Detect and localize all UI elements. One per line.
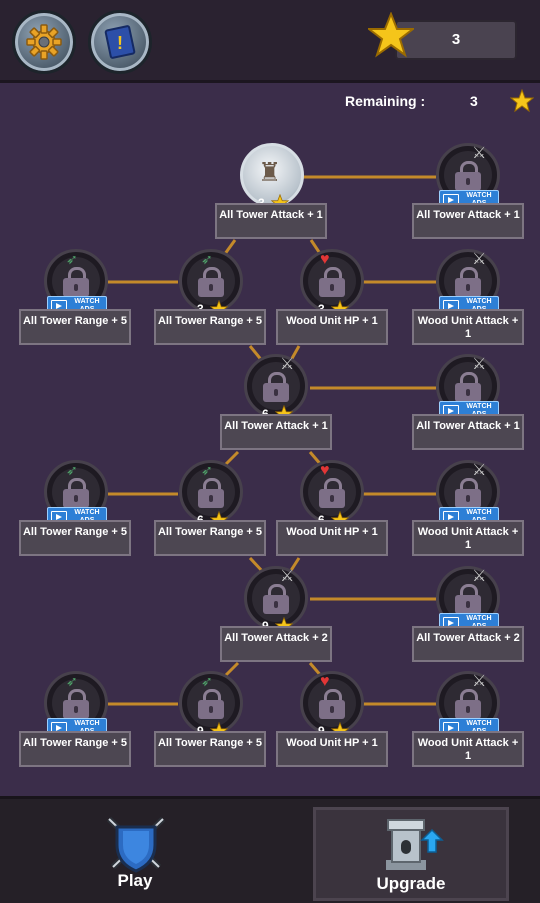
sword-icon: ⚔: [472, 145, 487, 162]
heart-icon: ♥: [320, 251, 330, 268]
range-icon: ➶: [201, 462, 213, 478]
tower-upgrade-icon: [386, 819, 444, 870]
lock-icon: [63, 478, 89, 508]
node-label: All Tower Attack + 2: [220, 626, 332, 662]
star-count-value: 3: [451, 31, 461, 48]
sword-icon: ⚔: [472, 568, 487, 585]
heart-icon: ♥: [320, 673, 330, 690]
remaining-star-icon: [510, 89, 534, 113]
gear-icon: [26, 24, 62, 60]
upgrade-node-n16[interactable]: ➶: [179, 671, 243, 735]
lock-icon: [455, 267, 481, 297]
star-icon: [368, 12, 414, 58]
tab-play-label: Play: [117, 871, 153, 890]
node-label: Wood Unit HP + 1: [276, 520, 388, 556]
tab-upgrade[interactable]: Upgrade: [313, 807, 509, 901]
node-label: Wood Unit Attack + 1: [412, 309, 524, 345]
range-icon: ➶: [201, 673, 213, 689]
lock-icon: [319, 689, 345, 719]
node-label: All Tower Attack + 2: [412, 626, 524, 662]
lock-icon: [63, 267, 89, 297]
sword-icon: ⚔: [472, 673, 487, 690]
node-label: Wood Unit HP + 1: [276, 309, 388, 345]
quest-book-button[interactable]: !: [88, 10, 152, 74]
node-label: All Tower Attack + 1: [215, 203, 327, 239]
range-icon: ➶: [66, 462, 78, 478]
lock-icon: [263, 584, 289, 614]
tower-icon: ♜: [258, 157, 282, 187]
svg-text:!: !: [117, 33, 123, 53]
lock-icon: [455, 478, 481, 508]
node-label: All Tower Range + 5: [19, 309, 131, 345]
tab-play[interactable]: Play: [4, 807, 266, 895]
top-bar: ! 3: [0, 0, 540, 83]
node-label: Wood Unit Attack + 1: [412, 731, 524, 767]
lock-icon: [63, 689, 89, 719]
node-label: All Tower Attack + 1: [412, 414, 524, 450]
node-label: Wood Unit Attack + 1: [412, 520, 524, 556]
range-icon: ➶: [66, 673, 78, 689]
node-label: All Tower Range + 5: [154, 309, 266, 345]
sword-icon: ⚔: [472, 462, 487, 479]
connector-lines: [108, 175, 436, 706]
lock-icon: [455, 372, 481, 402]
node-label: All Tower Range + 5: [19, 731, 131, 767]
node-ring: [240, 143, 304, 207]
heart-icon: ♥: [320, 462, 330, 479]
quest-book-icon: !: [104, 25, 136, 59]
node-label: All Tower Range + 5: [19, 520, 131, 556]
upgrade-node-n1[interactable]: ♜: [240, 143, 304, 207]
upgrade-node-n4[interactable]: ➶: [179, 249, 243, 313]
lock-icon: [263, 372, 289, 402]
lock-icon: [455, 689, 481, 719]
sword-icon: ⚔: [472, 251, 487, 268]
remaining-value: 3: [470, 93, 478, 109]
node-label: All Tower Range + 5: [154, 731, 266, 767]
lock-icon: [319, 267, 345, 297]
range-icon: ➶: [201, 251, 213, 267]
upgrade-node-n10[interactable]: ➶: [179, 460, 243, 524]
bottom-bar: Play Upgrade: [0, 796, 540, 903]
lock-icon: [198, 689, 224, 719]
sword-icon: ⚔: [280, 356, 295, 373]
settings-button[interactable]: [12, 10, 76, 74]
lock-icon: [319, 478, 345, 508]
lock-icon: [455, 161, 481, 191]
remaining-label: Remaining :: [345, 93, 426, 109]
upgrade-node-n17[interactable]: ♥: [300, 671, 364, 735]
range-icon: ➶: [66, 251, 78, 267]
sword-icon: ⚔: [280, 568, 295, 585]
tab-upgrade-label: Upgrade: [376, 874, 446, 893]
node-label: All Tower Range + 5: [154, 520, 266, 556]
shield-swords-icon: [106, 816, 166, 873]
node-label: All Tower Attack + 1: [220, 414, 332, 450]
lock-icon: [198, 478, 224, 508]
lock-icon: [198, 267, 224, 297]
lock-icon: [455, 584, 481, 614]
node-label: All Tower Attack + 1: [412, 203, 524, 239]
sword-icon: ⚔: [472, 356, 487, 373]
upgrade-node-n5[interactable]: ♥: [300, 249, 364, 313]
upgrade-node-n13[interactable]: ⚔: [244, 566, 308, 630]
node-label: Wood Unit HP + 1: [276, 731, 388, 767]
